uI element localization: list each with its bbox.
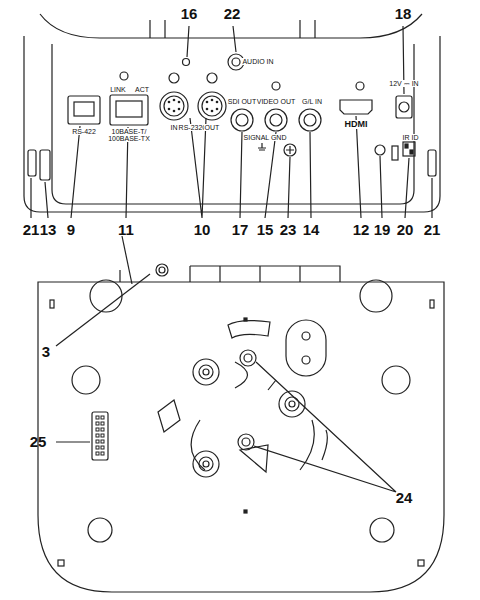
connector-pin — [96, 452, 99, 455]
connector-pin — [101, 446, 104, 449]
connector-pin — [101, 434, 104, 437]
callout-number: 12 — [353, 222, 370, 237]
port-label: AUDIO IN — [241, 58, 274, 65]
callout-number: 10 — [194, 222, 211, 237]
port-label: ACT — [134, 86, 150, 93]
connector-pin — [101, 422, 104, 425]
port-label: 10BASE-T/ 100BASE-TX — [104, 128, 154, 142]
port-label: VIDEO OUT — [256, 98, 297, 105]
port-label: ID — [411, 134, 420, 141]
callout-number: 16 — [181, 6, 198, 21]
port-label: RS-422 — [71, 128, 97, 135]
callout-number: 11 — [118, 222, 134, 237]
connector-pin — [96, 428, 99, 431]
connector-pin — [96, 446, 99, 449]
callout-number: 17 — [232, 222, 249, 237]
connector-pin — [101, 428, 104, 431]
connector-pin — [96, 440, 99, 443]
connector-pin — [101, 440, 104, 443]
callout-number: 22 — [224, 6, 241, 21]
callout-number: 21 — [424, 222, 441, 237]
port-label: IR — [402, 134, 411, 141]
port-label: SIGNAL GND — [243, 134, 288, 141]
callout-number: 23 — [280, 222, 297, 237]
callout-number: 18 — [395, 6, 412, 21]
callout-number: 19 — [374, 222, 391, 237]
connector-pin — [101, 416, 104, 419]
connector-pin — [101, 452, 104, 455]
port-label: LINK — [109, 86, 127, 93]
callout-number: 21 — [23, 222, 40, 237]
connector-pin — [96, 422, 99, 425]
callout-number: 14 — [303, 222, 320, 237]
callout-number: 25 — [30, 434, 47, 449]
callout-number: 15 — [257, 222, 274, 237]
connector-pin — [96, 416, 99, 419]
callout-number: 9 — [67, 222, 75, 237]
port-label: 12V ⎓ IN — [388, 80, 419, 87]
callout-number: 13 — [40, 222, 57, 237]
port-label: G/L IN — [301, 98, 323, 105]
callout-number: 20 — [397, 222, 414, 237]
port-label: OUT — [204, 124, 221, 131]
port-label: SDI OUT — [227, 98, 257, 105]
connector-pin — [96, 434, 99, 437]
callout-number: 3 — [42, 344, 50, 359]
callout-number: 24 — [396, 490, 413, 505]
port-label: HDMI — [344, 120, 369, 129]
